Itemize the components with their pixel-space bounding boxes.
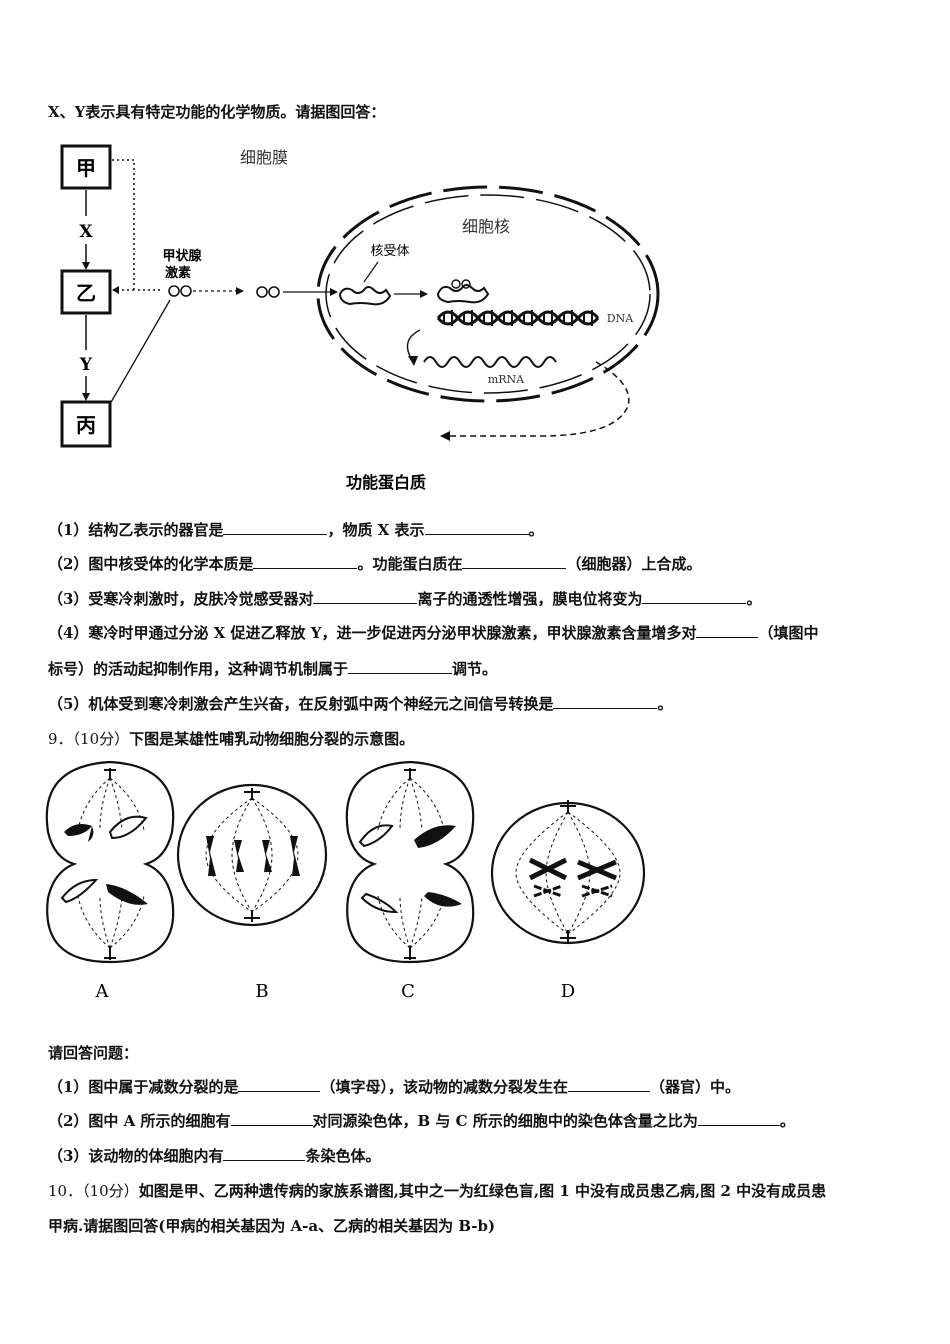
cell-division-diagram: A B C D <box>45 760 646 1002</box>
answer-blank[interactable] <box>696 623 759 638</box>
answer-blank[interactable] <box>223 1146 306 1161</box>
answer-blank[interactable] <box>223 520 328 535</box>
answer-blank[interactable] <box>230 1111 313 1126</box>
answer-blank[interactable] <box>642 589 747 604</box>
label-x: X <box>79 222 93 242</box>
cell-label-b: B <box>255 981 268 1002</box>
q8-part4-line2: 标号）的活动起抑制作用，这种调节机制属于调节。 <box>48 659 498 678</box>
answer-blank[interactable] <box>348 659 453 674</box>
functional-protein-label: 功能蛋白质 <box>346 473 426 492</box>
q9-part3: （3）该动物的体细胞内有条染色体。 <box>48 1146 381 1165</box>
nuclear-envelope-outer <box>316 185 660 403</box>
cell-label-a: A <box>95 981 110 1002</box>
box-yi <box>60 269 112 315</box>
q9-part2: （2）图中 A 所示的细胞有对同源染色体，B 与 C 所示的细胞中的染色体含量之… <box>48 1111 795 1130</box>
q9-number: 9．（10分） <box>48 730 130 748</box>
box-jia-label: 甲 <box>76 156 96 180</box>
cell-membrane-label: 细胞膜 <box>240 148 288 167</box>
nucleus-label: 细胞核 <box>462 217 510 236</box>
box-bing-label: 丙 <box>76 413 96 437</box>
cell-c <box>345 760 475 964</box>
receptor-label: 核受体 <box>370 244 409 259</box>
cell-label-d: D <box>561 981 575 1002</box>
q8-part3: （3）受寒冷刺激时，皮肤冷觉感受器对离子的通透性增强，膜电位将变为。 <box>48 589 762 608</box>
answer-blank[interactable] <box>313 589 418 604</box>
thyroid-regulation-diagram: 甲 乙 丙 X Y 甲状腺 激素 细胞膜 细胞核 核受体 <box>60 144 660 492</box>
q10-line2: 甲病.请据图回答(甲病的相关基因为 A-a、乙病的相关基因为 B-b) <box>48 1217 496 1235</box>
dna-label: DNA <box>607 312 634 325</box>
box-bing <box>60 400 112 448</box>
cell-b <box>176 783 328 927</box>
answer-blank[interactable] <box>238 1077 321 1092</box>
q8-part4-line1: （4）寒冷时甲通过分泌 X 促进乙释放 Y，进一步促进丙分泌甲状腺激素，甲状腺激… <box>48 623 819 642</box>
hormone-label-1: 甲状腺 <box>162 248 202 264</box>
q9-title: 下图是某雄性哺乳动物细胞分裂的示意图。 <box>129 730 415 748</box>
q8-part2: （2）图中核受体的化学本质是。功能蛋白质在（细胞器）上合成。 <box>48 554 702 573</box>
q10-number: 10．（10分） <box>48 1182 139 1200</box>
mrna-label: mRNA <box>488 373 525 386</box>
q9-part1: （1）图中属于减数分裂的是（填字母），该动物的减数分裂发生在（器官）中。 <box>48 1077 740 1096</box>
intro-text: X、Y表示具有特定功能的化学物质。请据图回答： <box>48 103 386 121</box>
q8-part1: （1）结构乙表示的器官是，物质 X 表示。 <box>48 520 544 539</box>
answer-blank[interactable] <box>697 1111 780 1126</box>
q8-part5: （5）机体受到寒冷刺激会产生兴奋，在反射弧中两个神经元之间信号转换是。 <box>48 694 673 713</box>
label-y: Y <box>79 355 93 375</box>
box-yi-label: 乙 <box>76 281 96 305</box>
q9-prompt: 请回答问题： <box>48 1044 139 1062</box>
cell-label-c: C <box>401 981 415 1002</box>
answer-blank[interactable] <box>553 694 658 709</box>
answer-blank[interactable] <box>567 1077 650 1092</box>
hormone-label-2: 激素 <box>165 265 191 281</box>
q10-line1: 10．（10分）如图是甲、乙两种遗传病的家族系谱图,其中之一为红绿色盲,图 1 … <box>48 1182 827 1200</box>
answer-blank[interactable] <box>253 554 358 569</box>
cell-a <box>45 760 175 964</box>
dna-helix <box>436 310 600 326</box>
mrna-strand <box>423 356 557 368</box>
q9-header: 9．（10分）下图是某雄性哺乳动物细胞分裂的示意图。 <box>48 729 414 749</box>
receptor-shape <box>338 286 392 306</box>
cell-d <box>490 800 646 945</box>
answer-blank[interactable] <box>424 520 529 535</box>
nuclear-envelope-inner <box>325 194 651 394</box>
answer-blank[interactable] <box>462 554 567 569</box>
box-jia <box>60 144 112 190</box>
